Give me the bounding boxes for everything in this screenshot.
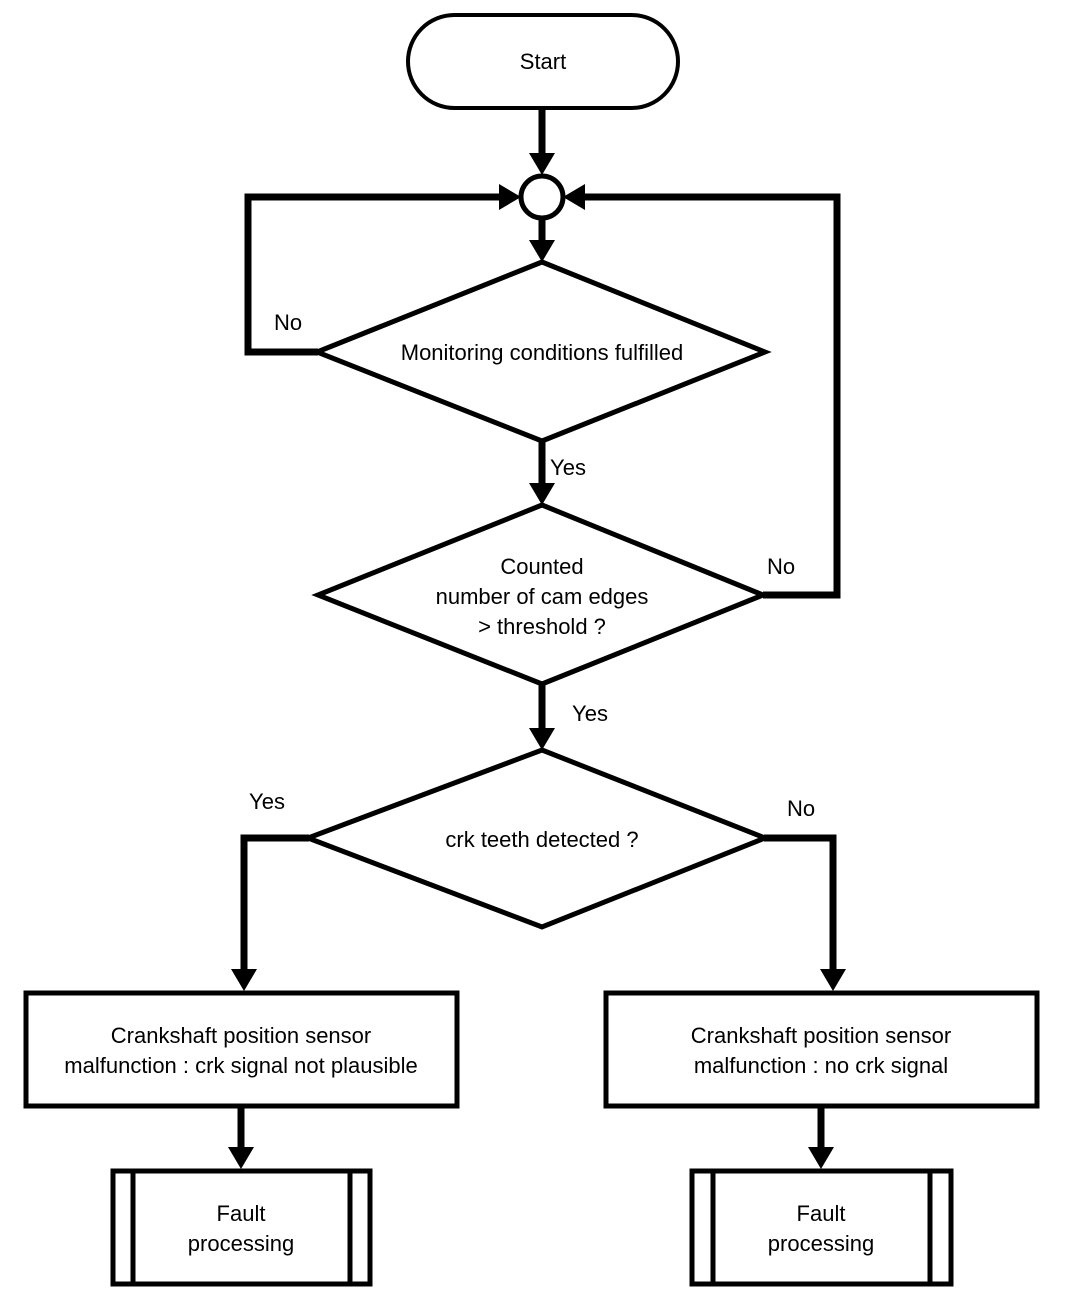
arrowhead-into-junction-top [529,153,555,175]
arrowhead-into-right-fault [808,1147,834,1169]
malfunction-left-label: Crankshaft position sensor malfunction :… [64,1021,417,1081]
malfunction-right-label: Crankshaft position sensor malfunction :… [691,1021,951,1081]
decision-crk-teeth-label: crk teeth detected ? [445,827,639,852]
start-node [406,13,680,110]
fault-left-line-1: Fault [216,1201,266,1226]
edge-crk-teeth-yes [240,834,309,973]
arrowhead-into-left-fault [228,1147,254,1169]
malfunction-right-line-1: Crankshaft position sensor [690,1023,952,1048]
arrowhead-into-left-box [231,969,257,991]
start-label: Start [519,49,567,74]
process-malfunction-no-signal [603,990,1040,1109]
arrowhead-into-monitoring [529,240,555,262]
fault-right-line-2: processing [767,1231,875,1256]
malfunction-right-line-2: malfunction : no crk signal [693,1053,949,1078]
fault-left-label: Fault processing [188,1199,294,1259]
edge-label-cam-edges-yes: Yes [572,701,608,726]
arrowhead-into-junction-left [499,184,521,210]
arrowhead-into-cam-edges [529,483,555,505]
decision-cam-edges-line-1: Counted [500,554,584,579]
edge-cam-edges-no-loop [583,193,841,599]
predefined-process-fault-right [689,1168,954,1287]
decision-cam-edges-line-2: number of cam edges [435,584,649,609]
arrowhead-into-crk-teeth [529,728,555,750]
decision-monitoring-conditions [310,259,772,444]
edge-monitoring-no-loop [244,193,501,356]
malfunction-left-line-2: malfunction : crk signal not plausible [64,1053,418,1078]
edge-label-monitoring-no: No [273,310,303,335]
decision-cam-edges-threshold [311,502,770,687]
decision-cam-edges-line-3: > threshold ? [478,614,606,639]
decision-monitoring-label: Monitoring conditions fulfilled [400,340,684,365]
malfunction-left-line-1: Crankshaft position sensor [110,1023,372,1048]
fault-right-label: Fault processing [768,1199,874,1259]
arrowhead-into-right-box [820,969,846,991]
predefined-process-fault-left [110,1168,373,1287]
junction-circle [518,173,566,221]
arrowhead-into-junction-right [563,184,585,210]
process-malfunction-not-plausible [23,990,460,1109]
edge-crk-teeth-no [764,834,837,973]
edge-label-crk-teeth-no: No [786,796,816,821]
edge-label-monitoring-yes: Yes [550,455,586,480]
edge-label-crk-teeth-yes: Yes [249,789,285,814]
edge-label-cam-edges-no: No [766,554,796,579]
decision-crk-teeth-detected [300,747,772,930]
decision-cam-edges-label: Counted number of cam edges > threshold … [436,552,649,642]
fault-right-line-1: Fault [796,1201,846,1226]
fault-left-line-2: processing [187,1231,295,1256]
